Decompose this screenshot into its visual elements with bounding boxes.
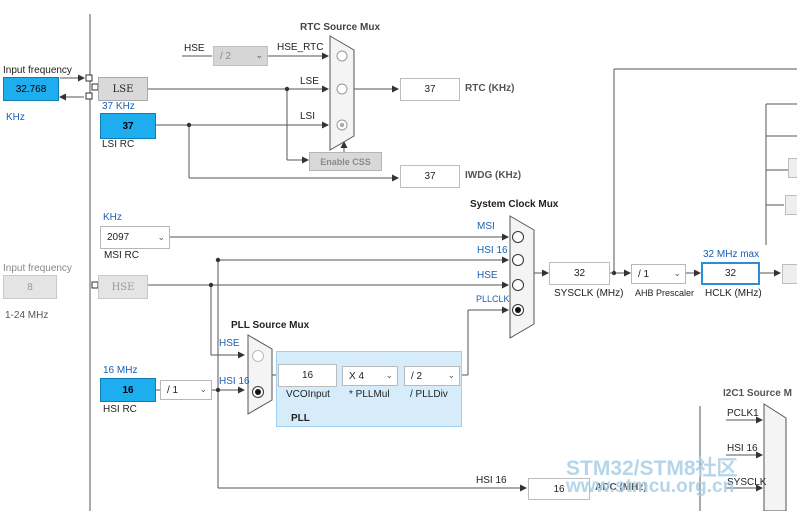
lse-input-frequency-field[interactable]: 32.768 — [3, 77, 59, 101]
lse-block[interactable]: LSE — [98, 77, 148, 101]
rtc-hse-input-label: HSE — [184, 43, 205, 54]
sys-mux-input-pllclk: PLLCLK — [476, 294, 510, 304]
sys-mux-radio-pllclk[interactable] — [512, 304, 524, 316]
pll-mux-input-hsi16: HSI 16 — [219, 376, 250, 387]
adc-input-label: HSI 16 — [476, 475, 507, 486]
hclk-value[interactable]: 32 — [701, 262, 760, 285]
watermark-url: www.stmcu.org.cn — [566, 476, 735, 497]
pll-mul-label: * PLLMul — [349, 389, 390, 400]
rtc-mux-radio-lse[interactable] — [336, 83, 348, 95]
pll-vco-input-value[interactable]: 16 — [278, 364, 337, 387]
msi-unit-label: KHz — [103, 212, 122, 223]
msi-frequency-value: 2097 — [107, 232, 130, 243]
msi-frequency-select[interactable]: 2097 ⌄ — [100, 226, 170, 249]
watermark-title: STM32/STM8社区 — [566, 457, 738, 480]
adc-frequency-value[interactable]: 16 — [528, 478, 590, 500]
pll-div-value: / 2 — [411, 370, 423, 382]
ahb-prescaler-select[interactable]: / 1 ⌄ — [631, 264, 686, 284]
sys-mux-radio-hsi16[interactable] — [512, 254, 524, 266]
sys-mux-radio-hse[interactable] — [512, 279, 524, 291]
pll-title: PLL — [291, 413, 310, 424]
pll-div-label: / PLLDiv — [410, 389, 448, 400]
sysclk-label: SYSCLK (MHz) — [554, 288, 624, 299]
pll-mul-value: X 4 — [349, 370, 365, 382]
rtc-frequency-label: RTC (KHz) — [465, 83, 515, 94]
offscreen-select-1 — [785, 195, 797, 215]
pll-mux-radio-hsi16[interactable] — [252, 386, 264, 398]
rtc-mux-title: RTC Source Mux — [300, 22, 381, 33]
chevron-down-icon: ⌄ — [199, 383, 207, 394]
ahb-prescaler-label: AHB Prescaler — [635, 288, 695, 298]
hsi-frequency-label: 16 MHz — [103, 365, 138, 376]
rtc-frequency-value[interactable]: 37 — [400, 78, 460, 101]
pll-source-mux-title: PLL Source Mux — [231, 320, 310, 331]
i2c1-mux-input-hsi16: HSI 16 — [727, 443, 758, 454]
sys-mux-input-msi: MSI — [477, 221, 495, 232]
sysclk-value[interactable]: 32 — [549, 262, 610, 285]
pll-mux-radio-hse[interactable] — [252, 350, 264, 362]
chevron-down-icon: ⌄ — [157, 231, 165, 242]
chevron-down-icon: ⌄ — [447, 369, 455, 380]
pll-panel — [276, 351, 462, 427]
chevron-down-icon: ⌄ — [385, 369, 393, 380]
system-clock-mux-title: System Clock Mux — [470, 199, 559, 210]
rtc-mux-input-hse-rtc: HSE_RTC — [277, 42, 324, 53]
hsi-rc-value[interactable]: 16 — [100, 378, 156, 402]
iwdg-frequency-label: IWDG (KHz) — [465, 170, 522, 181]
i2c1-mux-title: I2C1 Source M — [723, 388, 792, 399]
pll-mul-select[interactable]: X 4 ⌄ — [342, 366, 398, 386]
sys-mux-input-hsi16: HSI 16 — [477, 245, 508, 256]
hclk-max-label: 32 MHz max — [703, 249, 760, 260]
ahb-prescaler-value: / 1 — [638, 268, 650, 280]
hse-block[interactable]: HSE — [98, 275, 148, 299]
adc-frequency-label: ADC (MHz) — [595, 482, 647, 493]
offscreen-box-1 — [788, 158, 797, 178]
hclk-label: HCLK (MHz) — [705, 288, 762, 299]
rtc-hse-divider-value: / 2 — [220, 50, 232, 62]
rtc-hse-divider-select[interactable]: / 2 ⌄ — [213, 46, 268, 66]
lsi-rc-label: LSI RC — [102, 139, 135, 150]
iwdg-frequency-value[interactable]: 37 — [400, 165, 460, 188]
lse-input-frequency-unit: KHz — [6, 112, 25, 123]
rtc-mux-radio-hse[interactable] — [336, 50, 348, 62]
rtc-mux-input-lse: LSE — [300, 76, 319, 87]
sys-mux-input-hse: HSE — [477, 270, 498, 281]
msi-rc-label: MSI RC — [104, 250, 139, 261]
chevron-down-icon: ⌄ — [255, 49, 263, 60]
hse-input-frequency-label: Input frequency — [3, 263, 72, 274]
hse-input-range: 1-24 MHz — [5, 310, 49, 321]
lsi-rc-value[interactable]: 37 — [100, 113, 156, 139]
sys-mux-radio-msi[interactable] — [512, 231, 524, 243]
enable-css-button[interactable]: Enable CSS — [309, 152, 382, 171]
hsi-rc-label: HSI RC — [103, 404, 137, 415]
chevron-down-icon: ⌄ — [673, 267, 681, 278]
i2c1-mux-input-sysclk: SYSCLK — [727, 477, 767, 488]
hsi-divider-select[interactable]: / 1 ⌄ — [160, 380, 212, 400]
offscreen-select-2 — [782, 264, 797, 284]
rtc-mux-radio-lsi[interactable] — [336, 119, 348, 131]
hsi-divider-value: / 1 — [167, 384, 179, 396]
rtc-mux-input-lsi: LSI — [300, 111, 316, 122]
pll-mux-input-hse: HSE — [219, 338, 240, 349]
hse-input-frequency-field[interactable]: 8 — [3, 275, 57, 299]
lse-input-frequency-label: Input frequency — [3, 65, 72, 76]
i2c1-mux-input-pclk1: PCLK1 — [727, 408, 759, 419]
lsi-frequency-label: 37 KHz — [102, 101, 135, 112]
pll-div-select[interactable]: / 2 ⌄ — [404, 366, 460, 386]
pll-vco-input-label: VCOInput — [286, 389, 330, 400]
